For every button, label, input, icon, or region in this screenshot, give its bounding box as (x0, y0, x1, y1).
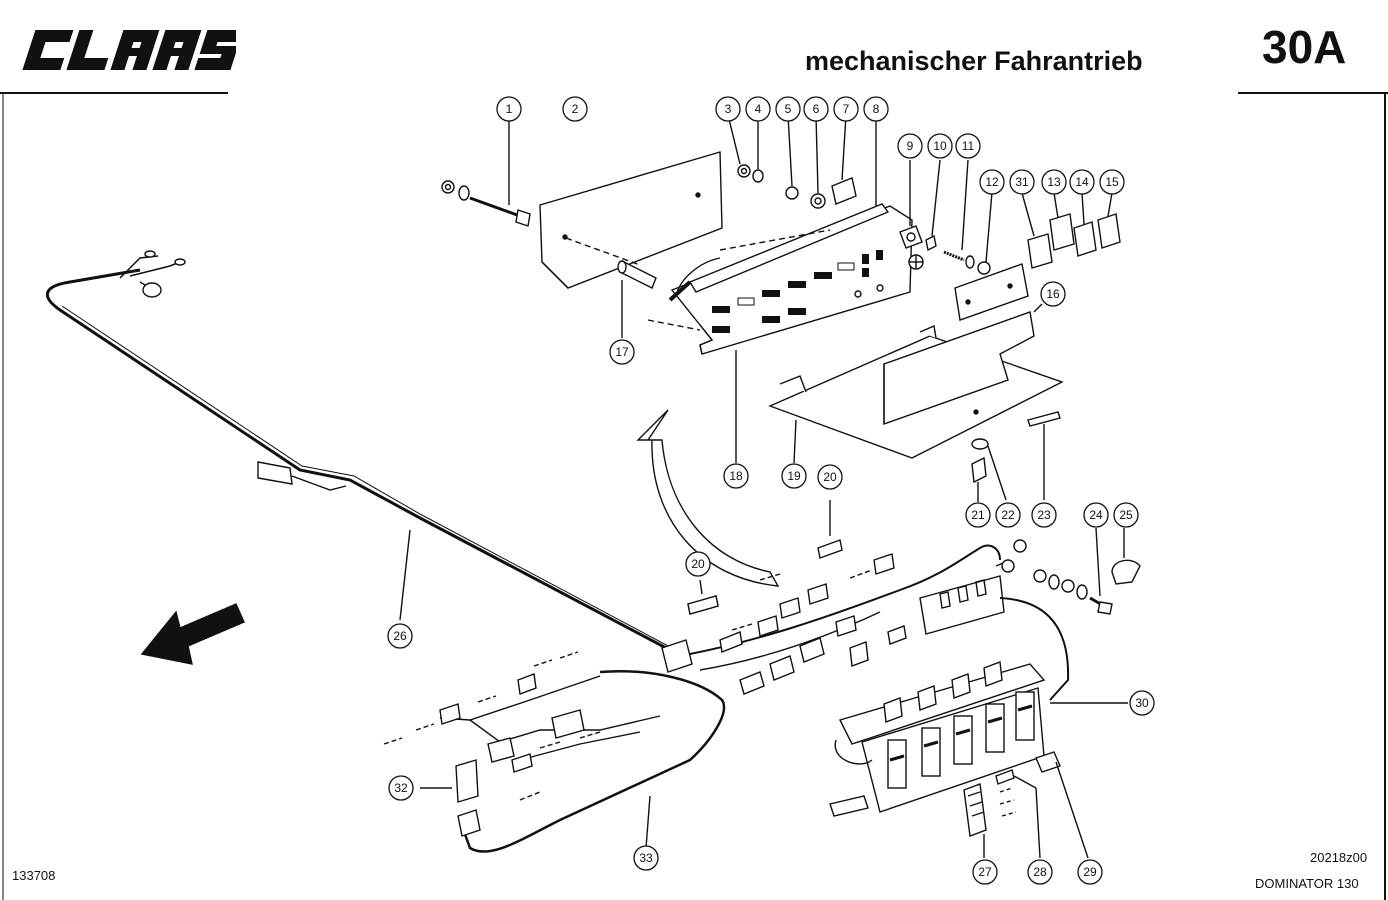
callout-11: 11 (962, 139, 975, 153)
callout-20b: 20 (691, 557, 705, 571)
callout-13: 13 (1047, 175, 1061, 189)
callout-33: 33 (639, 851, 653, 865)
callout-19: 19 (787, 469, 801, 483)
small-hardware-parts (727, 114, 857, 209)
callout-9: 9 (907, 139, 914, 153)
callout-23: 23 (1037, 508, 1051, 522)
switch-panel-part (647, 115, 913, 463)
page-title: mechanischer Fahrantrieb (805, 46, 1143, 76)
callout-24: 24 (1089, 508, 1103, 522)
callout-25: 25 (1119, 508, 1133, 522)
console-small-parts (963, 751, 1089, 859)
callout-21: 21 (971, 508, 985, 522)
connector-cluster-part (687, 500, 1027, 695)
callout-6: 6 (813, 102, 820, 116)
callout-7: 7 (843, 102, 850, 116)
callout-5: 5 (785, 102, 792, 116)
diagram-code: 20218z00 (1310, 850, 1368, 865)
callout-31: 31 (1015, 175, 1029, 189)
callout-12: 12 (985, 175, 999, 189)
callout-8: 8 (873, 102, 880, 116)
callout-30: 30 (1135, 696, 1149, 710)
callout-22: 22 (1001, 508, 1015, 522)
callout-circles (387, 96, 1155, 885)
page-code: 30A (1262, 21, 1347, 73)
forward-direction-arrow-icon (140, 603, 245, 665)
drawing-number: 133708 (12, 868, 56, 883)
model-name: DOMINATOR 130 (1255, 876, 1359, 891)
callout-14: 14 (1075, 175, 1089, 189)
assembly-direction-arrow-icon (636, 409, 780, 587)
callout-20a: 20 (823, 470, 837, 484)
callout-10: 10 (933, 139, 947, 153)
callout-4: 4 (755, 102, 762, 116)
callout-27: 27 (978, 865, 992, 879)
callout-labels: 1 2 3 4 5 6 7 8 9 10 11 12 31 13 14 15 1… (393, 102, 1149, 879)
secondary-wiring-harness-part (383, 651, 725, 853)
callout-29: 29 (1083, 865, 1097, 879)
connector-20-part (687, 595, 719, 615)
callout-15: 15 (1105, 175, 1119, 189)
base-plate-part (768, 303, 1064, 502)
switch-and-screw-parts (899, 159, 975, 269)
brand-logo (22, 30, 236, 70)
callout-28: 28 (1033, 865, 1047, 879)
main-wiring-harness-part (46, 250, 693, 673)
callout-2: 2 (572, 102, 579, 116)
callout-1: 1 (506, 102, 513, 116)
callout-3: 3 (725, 102, 732, 116)
switch-console-part (829, 597, 1128, 817)
bolt-and-clamp-parts (1033, 527, 1141, 615)
callout-26: 26 (393, 629, 407, 643)
relay-bracket-parts (954, 191, 1121, 321)
spacer-tube-part (617, 260, 657, 338)
callout-16: 16 (1046, 287, 1060, 301)
callout-32: 32 (394, 781, 408, 795)
callout-17: 17 (615, 345, 629, 359)
bolt-part (441, 115, 531, 227)
callout-18: 18 (729, 469, 743, 483)
ground-symbol-icon (908, 254, 924, 270)
cover-plate-part (539, 151, 723, 289)
